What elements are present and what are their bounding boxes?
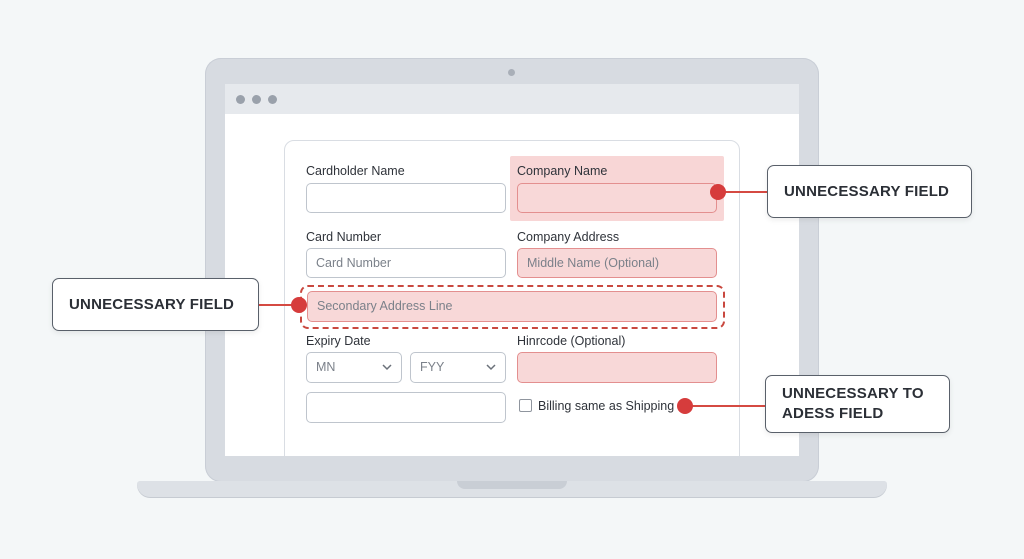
callout-text-line1: UNNECESSARY TO (782, 385, 924, 402)
expiry-month-select[interactable]: MN (306, 352, 402, 383)
card-number-label: Card Number (306, 230, 382, 244)
callout-connector-line (718, 191, 768, 193)
callout-text-line2: ADESS FIELD (782, 405, 884, 422)
cvv-input[interactable] (306, 392, 506, 423)
expiry-date-label: Expiry Date (306, 334, 371, 348)
cardholder-name-label: Cardholder Name (306, 164, 405, 178)
laptop-base-notch (457, 481, 567, 489)
company-address-label: Company Address (517, 230, 620, 244)
webcam-icon (508, 69, 515, 76)
billing-same-label: Billing same as Shipping (538, 399, 675, 413)
browser-toolbar (225, 84, 799, 114)
cardholder-name-input[interactable] (306, 183, 506, 213)
company-name-label: Company Name (517, 164, 608, 178)
callout-connector-line (259, 304, 299, 306)
callout-connector-line (684, 405, 766, 407)
company-name-input[interactable] (517, 183, 717, 213)
callout-unnecessary-field-top: UNNECESSARY FIELD (767, 165, 972, 218)
window-close-dot-icon[interactable] (236, 95, 245, 104)
callout-text: UNNECESSARY FIELD (784, 182, 950, 200)
window-maximize-dot-icon[interactable] (268, 95, 277, 104)
callout-text: UNNECESSARY FIELD (69, 295, 235, 313)
hinrcode-input[interactable] (517, 352, 717, 383)
hinrcode-label: Hinrcode (Optional) (517, 334, 626, 348)
middle-name-input[interactable]: Middle Name (Optional) (517, 248, 717, 278)
chevron-down-icon (382, 364, 392, 371)
callout-marker-icon (291, 297, 307, 313)
callout-unnecessary-field-left: UNNECESSARY FIELD (52, 278, 259, 331)
expiry-year-value: FYY (420, 360, 445, 374)
callout-marker-icon (677, 398, 693, 414)
callout-marker-icon (710, 184, 726, 200)
laptop-screen: Cardholder Name Company Name Card Number… (225, 84, 799, 456)
billing-same-checkbox[interactable] (519, 399, 532, 412)
window-minimize-dot-icon[interactable] (252, 95, 261, 104)
expiry-month-value: MN (316, 360, 336, 374)
secondary-address-input[interactable]: Secondary Address Line (307, 291, 717, 322)
laptop-base (137, 481, 887, 497)
chevron-down-icon (486, 364, 496, 371)
card-number-input[interactable]: Card Number (306, 248, 506, 278)
expiry-year-select[interactable]: FYY (410, 352, 506, 383)
callout-unnecessary-address-field: UNNECESSARY TO ADESS FIELD (765, 375, 950, 433)
